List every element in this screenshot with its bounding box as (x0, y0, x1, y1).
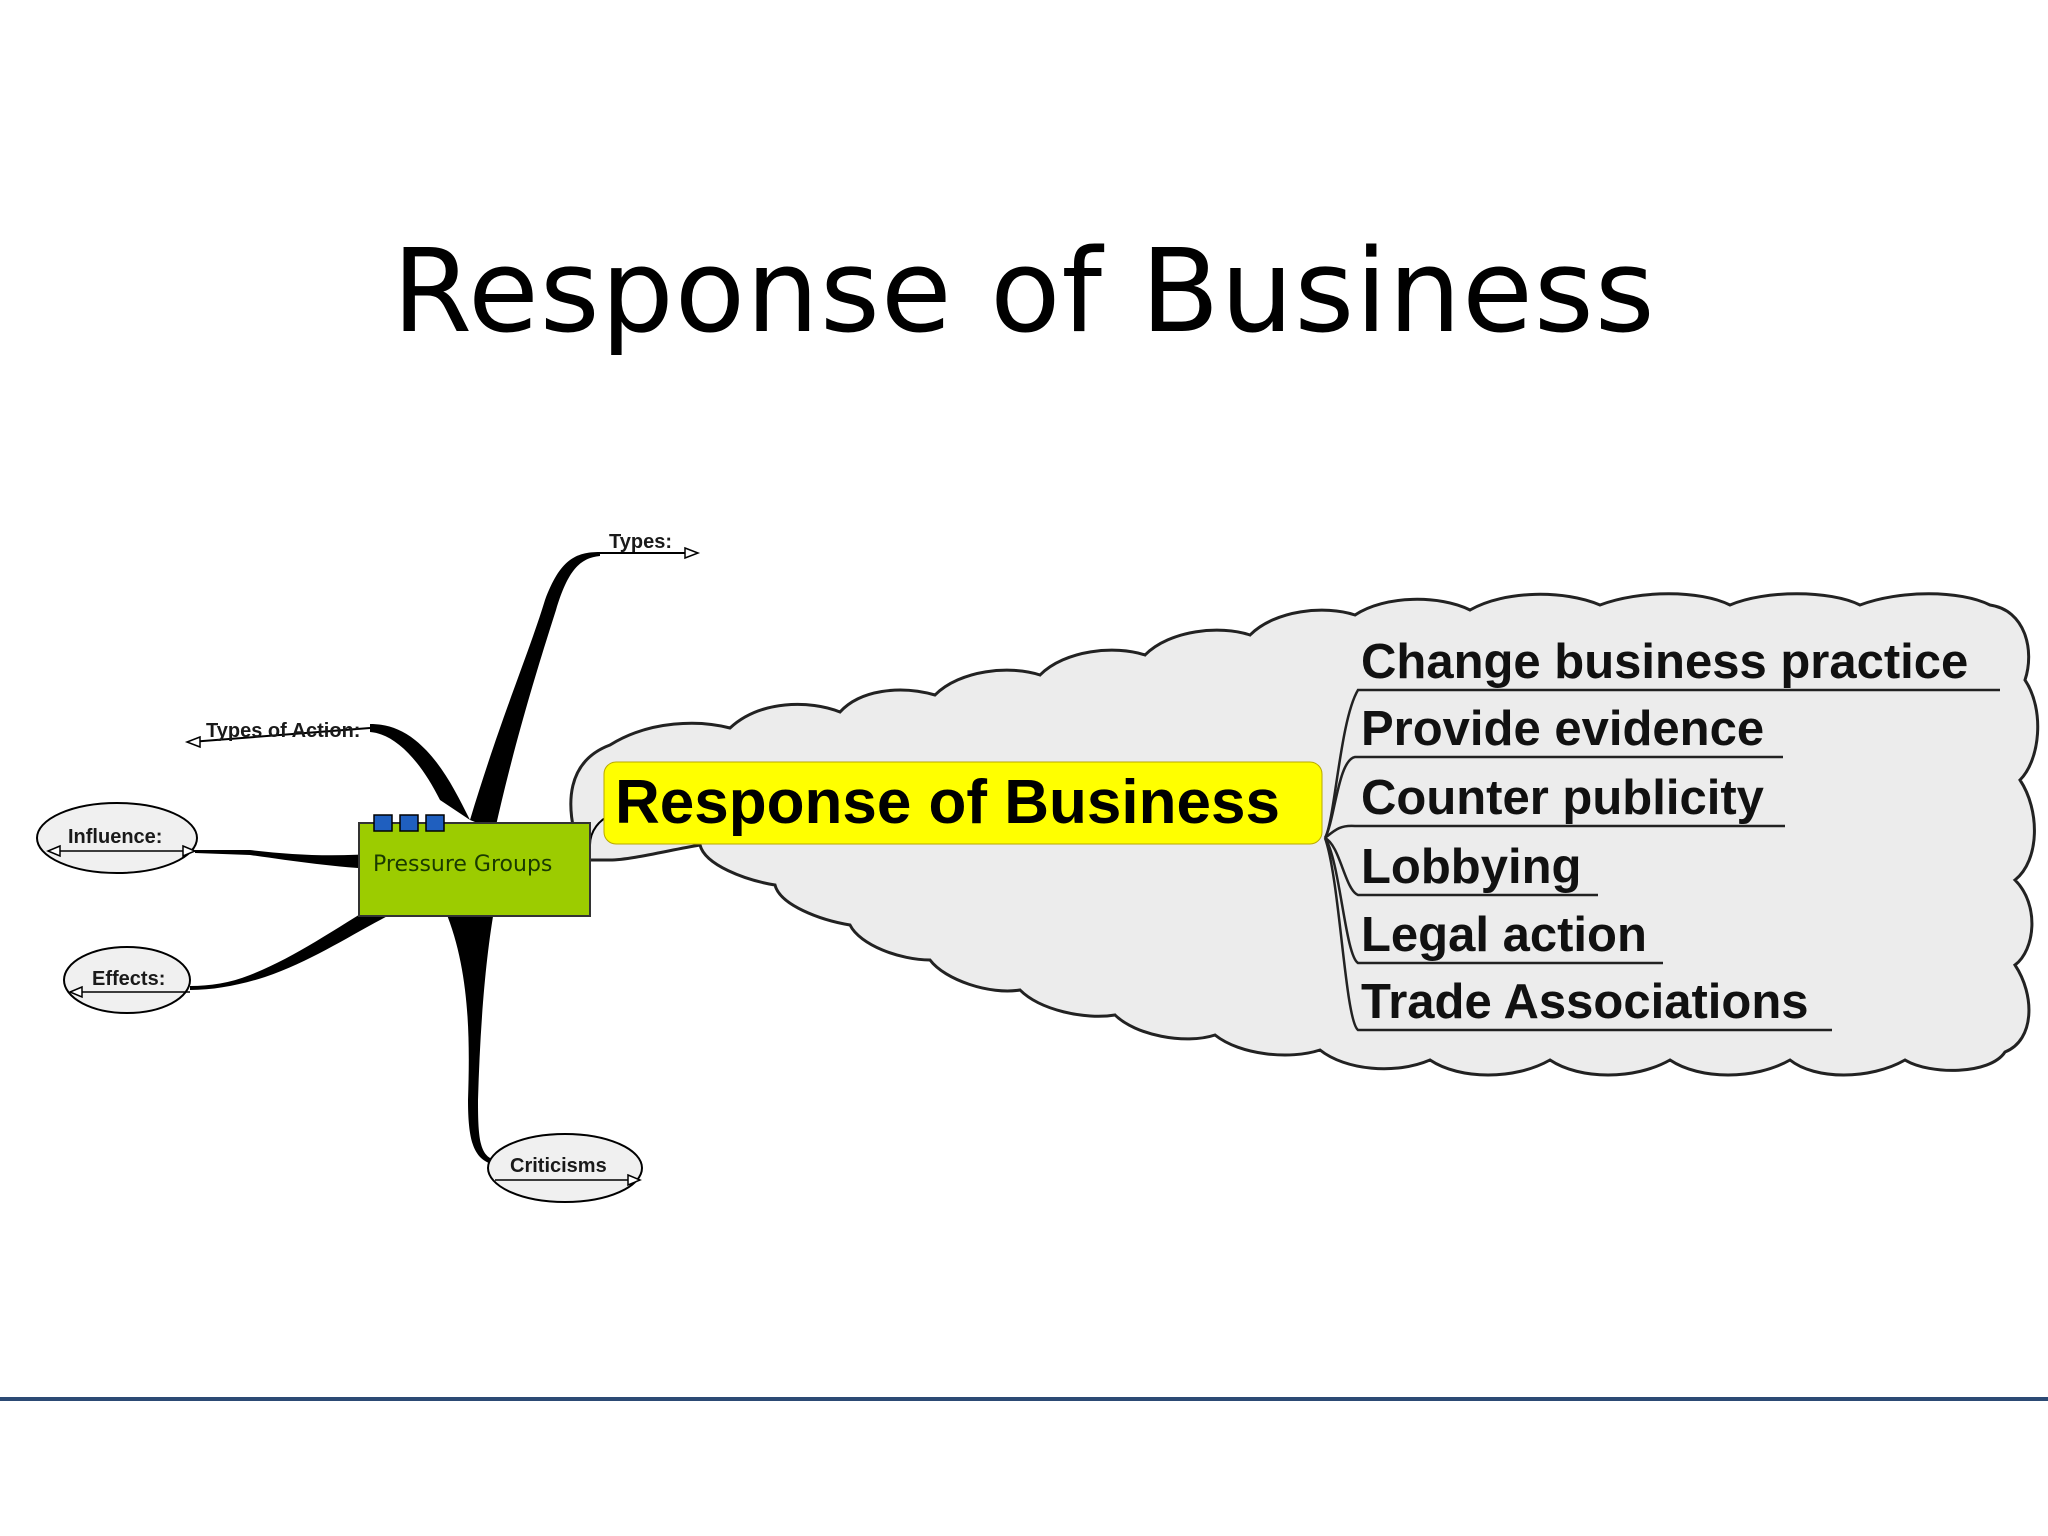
hub-marker-icon (399, 814, 419, 832)
branch-influence[interactable]: Influence: (36, 802, 198, 874)
branch-types: Types: (609, 531, 701, 560)
slide-title: Response of Business (392, 225, 1656, 359)
branch-criticisms[interactable]: Criticisms (487, 1133, 643, 1203)
branch-effects-label: Effects: (92, 968, 165, 990)
hub-marker-icon (425, 814, 445, 832)
footer-rule (0, 1397, 2048, 1401)
branch-types-of-action-label: Types of Action: (206, 720, 360, 742)
branch-effects[interactable]: Effects: (63, 946, 191, 1014)
branch-types-label: Types: (609, 531, 672, 553)
response-item: Trade Associations (1361, 975, 1809, 1029)
branch-types-of-action: Types of Action: (184, 720, 360, 749)
response-item: Lobbying (1361, 840, 1581, 894)
branch-criticisms-label: Criticisms (510, 1155, 607, 1177)
hub-label: Pressure Groups (373, 852, 552, 877)
central-topic-label: Response of Business (615, 768, 1280, 837)
response-item: Provide evidence (1361, 702, 1764, 756)
central-topic[interactable]: Response of Business (603, 761, 1323, 845)
response-item: Change business practice (1361, 635, 1968, 689)
branch-influence-label: Influence: (68, 826, 162, 848)
hub-pressure-groups[interactable]: Pressure Groups (358, 814, 591, 917)
response-branch-connectors (1323, 688, 2000, 1032)
response-item: Counter publicity (1361, 771, 1764, 825)
response-item: Legal action (1361, 908, 1647, 962)
hub-marker-icon (373, 814, 393, 832)
